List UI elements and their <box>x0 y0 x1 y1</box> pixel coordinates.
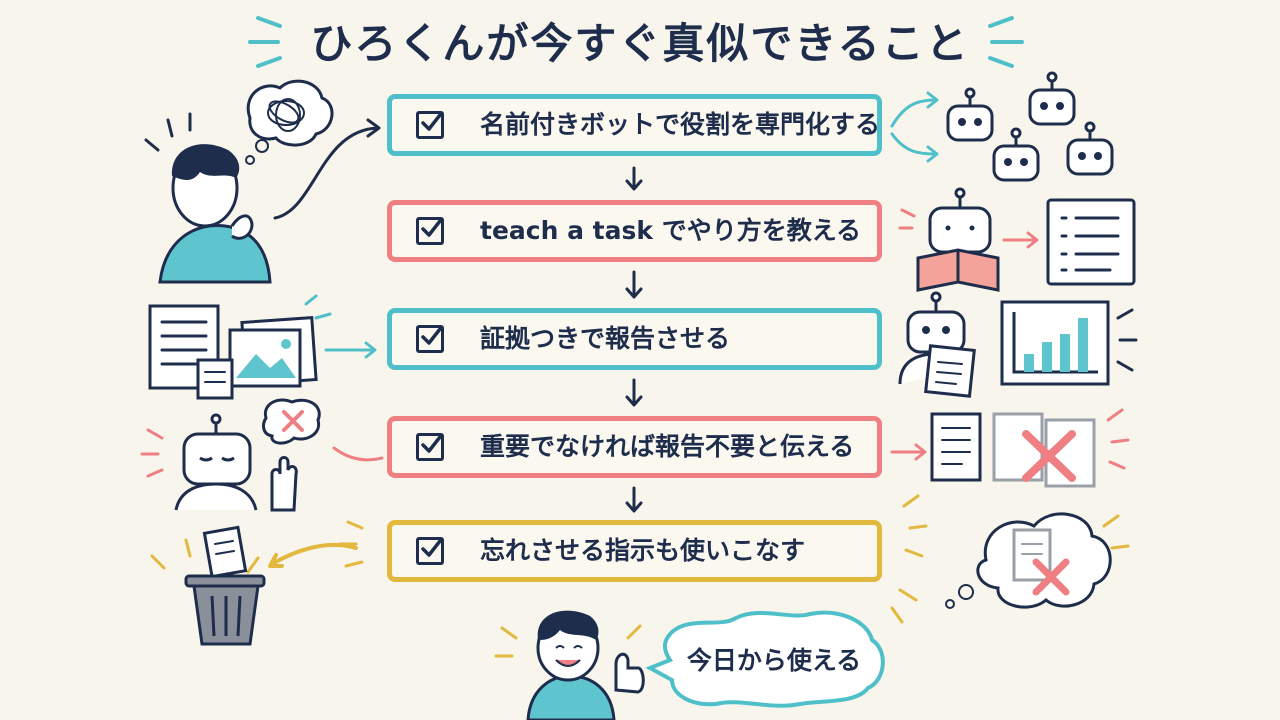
step-card-5: 忘れさせる指示も使いこなす <box>387 520 882 582</box>
title-flourish-left <box>248 16 282 68</box>
happy-person-thumbs-up-icon <box>494 610 645 720</box>
unneeded-reports-icon <box>930 408 1130 488</box>
flow-arrows <box>625 166 643 513</box>
closing-bubble-text: 今日から使える <box>686 646 862 675</box>
step-card-4: 重要でなければ報告不要と伝える <box>387 416 882 478</box>
right-arrow-icon <box>324 341 377 359</box>
checkbox-checked-icon <box>416 111 444 139</box>
checkbox-checked-icon <box>416 537 444 565</box>
down-arrow-icon <box>625 166 643 191</box>
robot-declining-icon <box>140 398 321 512</box>
connector-line <box>332 446 384 462</box>
checklist-document-icon <box>1046 198 1136 286</box>
curve-arrow-icon <box>273 118 381 220</box>
step-label: 名前付きボットで役割を専門化する <box>480 110 881 139</box>
trash-can-icon <box>150 525 266 646</box>
robot-reporting-icon <box>898 291 976 398</box>
robot-reading-icon <box>898 187 1000 292</box>
title-flourish-right <box>988 16 1024 68</box>
bar-chart-icon <box>1000 300 1138 386</box>
down-arrow-icon <box>625 486 643 513</box>
step-card-2: teach a task でやり方を教える <box>387 200 882 262</box>
checkbox-checked-icon <box>416 217 444 245</box>
step-card-1: 名前付きボットで役割を専門化する <box>387 94 882 156</box>
documents-and-image-icon <box>148 294 332 400</box>
page-title: ひろくんが今すぐ真似できること <box>310 19 970 68</box>
down-arrow-icon <box>625 378 643 407</box>
thinking-person-icon <box>144 79 334 284</box>
robot-team-icon <box>946 71 1114 182</box>
right-arrow-icon <box>1002 231 1039 249</box>
right-arrow-icon <box>890 443 927 461</box>
step-label: 忘れさせる指示も使いこなす <box>480 536 806 565</box>
step-label: 証拠つきで報告させる <box>480 324 731 353</box>
checkbox-checked-icon <box>416 433 444 461</box>
step-label: 重要でなければ報告不要と伝える <box>480 432 855 461</box>
step-label: teach a task でやり方を教える <box>480 216 861 245</box>
checkbox-checked-icon <box>416 325 444 353</box>
forgotten-thought-icon <box>945 512 1130 609</box>
curve-arrow-left-icon <box>268 542 358 568</box>
split-arrow-icon <box>890 91 939 163</box>
speech-bubble <box>645 610 885 708</box>
down-arrow-icon <box>625 270 643 299</box>
step-glow-marks <box>338 494 928 624</box>
step-card-3: 証拠つきで報告させる <box>387 308 882 370</box>
